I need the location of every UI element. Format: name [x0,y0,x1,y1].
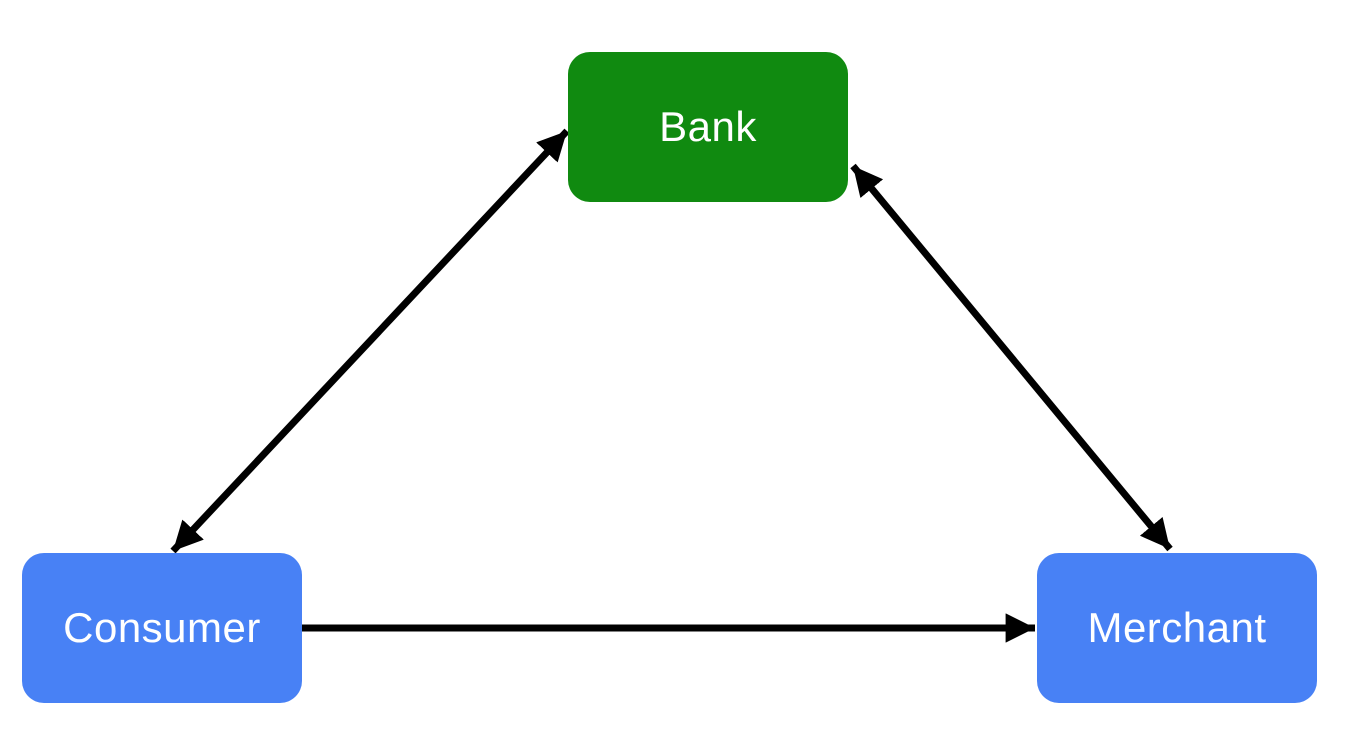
node-consumer: Consumer [22,553,302,703]
edge-bank-merchant-bidirectional [850,163,1173,552]
node-bank-label: Bank [659,103,757,150]
edge-consumer-bank-bidirectional [170,128,570,554]
node-merchant: Merchant [1037,553,1317,703]
node-merchant-label: Merchant [1087,604,1267,651]
node-bank: Bank [568,52,848,202]
node-consumer-label: Consumer [63,604,261,651]
